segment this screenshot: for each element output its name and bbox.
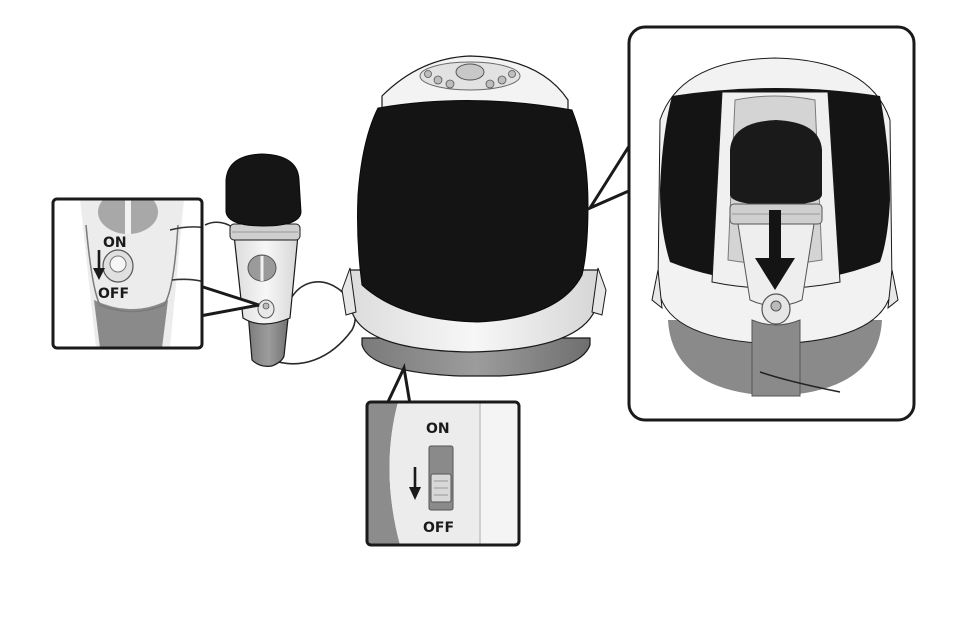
karaoke-speaker	[341, 55, 607, 377]
base-switch-callout: ON OFF	[365, 363, 521, 547]
speaker-left-fin	[341, 267, 357, 316]
mic-off-arrow	[93, 250, 105, 280]
base-off-arrow	[409, 467, 421, 500]
microphone	[225, 153, 302, 367]
base-off-label: OFF	[423, 520, 454, 536]
mic-callout-pointer	[199, 284, 260, 318]
base-callout-pointer	[385, 363, 412, 405]
mic-head	[225, 153, 302, 227]
mic-storage-callout	[586, 25, 916, 422]
stored-microphone	[729, 120, 823, 397]
speaker-grille	[357, 100, 589, 323]
insert-down-arrow	[755, 210, 795, 290]
mic-emblem	[247, 254, 277, 282]
base-on-label: ON	[426, 421, 450, 437]
speaker-control-panel	[419, 61, 521, 91]
mic-off-label: OFF	[98, 286, 129, 302]
mic-switch-callout: ON OFF	[51, 197, 260, 350]
storage-callout-pointer	[586, 142, 633, 212]
speaker-right-fin	[591, 267, 607, 316]
mic-on-label: ON	[103, 235, 127, 251]
